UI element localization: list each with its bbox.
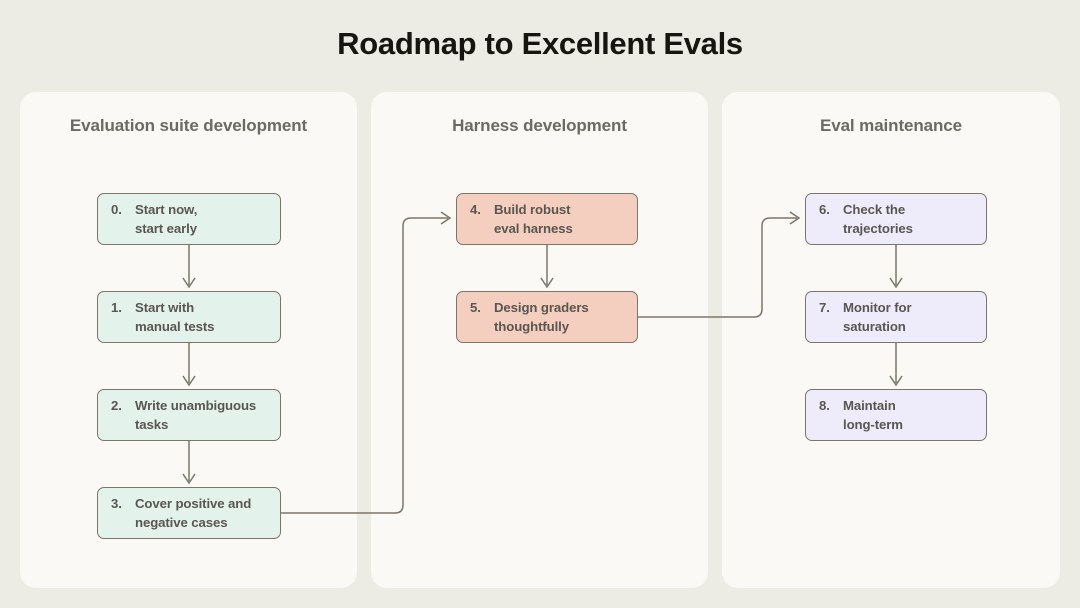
node-5-number: 5. <box>470 300 481 315</box>
node-2-label: Write unambiguous tasks <box>135 398 257 432</box>
node-7-label: Monitor for saturation <box>843 300 912 334</box>
node-4-label: Build robust eval harness <box>494 202 573 236</box>
node-0-content: 0. Start now, start early <box>111 200 197 238</box>
node-8-maintain-long-term[interactable]: 8. Maintain long-term <box>805 389 987 441</box>
node-7-number: 7. <box>819 300 830 315</box>
panel-header-evaluation-suite-development: Evaluation suite development <box>69 116 308 135</box>
node-0-start-now[interactable]: 0. Start now, start early <box>97 193 281 245</box>
node-6-content: 6. Check the trajectories <box>819 200 913 238</box>
node-2-number: 2. <box>111 398 122 413</box>
node-5-label: Design graders thoughtfully <box>494 300 589 334</box>
page-title: Roadmap to Excellent Evals <box>337 26 743 61</box>
node-3-number: 3. <box>111 496 122 511</box>
node-2-content: 2. Write unambiguous tasks <box>111 396 256 434</box>
node-2-write-unambiguous-tasks[interactable]: 2. Write unambiguous tasks <box>97 389 281 441</box>
node-1-content: 1. Start with manual tests <box>111 298 215 336</box>
node-1-label: Start with manual tests <box>135 300 215 334</box>
node-6-label: Check the trajectories <box>843 202 913 236</box>
node-7-monitor-for-saturation[interactable]: 7. Monitor for saturation <box>805 291 987 343</box>
node-3-cover-positive-and-negative-cases[interactable]: 3. Cover positive and negative cases <box>97 487 281 539</box>
node-5-content: 5. Design graders thoughtfully <box>470 298 589 336</box>
node-3-content: 3. Cover positive and negative cases <box>111 494 251 532</box>
node-1-start-with-manual-tests[interactable]: 1. Start with manual tests <box>97 291 281 343</box>
node-7-content: 7. Monitor for saturation <box>819 298 912 336</box>
node-6-check-the-trajectories[interactable]: 6. Check the trajectories <box>805 193 987 245</box>
node-8-label: Maintain long-term <box>843 398 903 432</box>
node-4-number: 4. <box>470 202 481 217</box>
node-4-content: 4. Build robust eval harness <box>470 200 573 238</box>
node-4-build-robust-eval-harness[interactable]: 4. Build robust eval harness <box>456 193 638 245</box>
panel-header-harness-development: Harness development <box>452 116 627 135</box>
node-0-label: Start now, start early <box>135 202 198 236</box>
node-5-design-graders-thoughtfully[interactable]: 5. Design graders thoughtfully <box>456 291 638 343</box>
node-1-number: 1. <box>111 300 122 315</box>
node-8-number: 8. <box>819 398 830 413</box>
node-6-number: 6. <box>819 202 830 217</box>
node-0-number: 0. <box>111 202 122 217</box>
node-8-content: 8. Maintain long-term <box>819 396 903 434</box>
panel-header-eval-maintenance: Eval maintenance <box>819 116 963 135</box>
node-3-label: Cover positive and negative cases <box>135 496 252 530</box>
